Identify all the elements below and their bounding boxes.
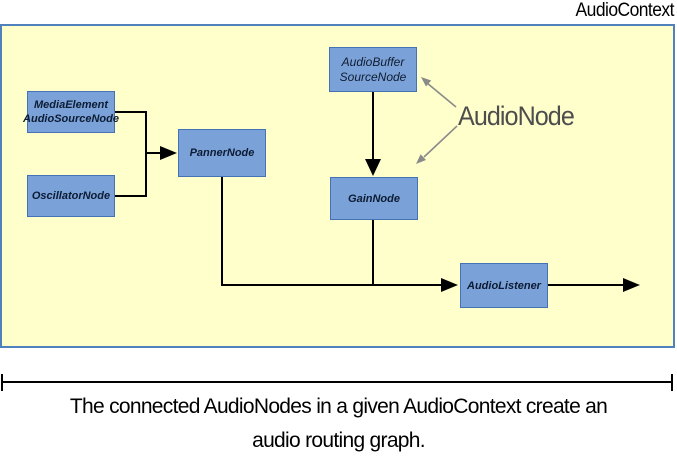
node-audio-buffer-source: AudioBuffer SourceNode [329,47,417,92]
node-label: SourceNode [339,69,407,84]
node-label: GainNode [348,192,400,205]
measure-bracket [1,374,673,391]
node-label: MediaElement [34,99,108,111]
audionode-annotation: AudioNode [458,101,575,131]
audiocontext-title: AudioContext [575,0,675,21]
node-label: AudioSourceNode [23,113,119,125]
node-audio-listener: AudioListener [460,263,548,308]
caption-line-1: The connected AudioNodes in a given Audi… [69,395,608,418]
node-label: AudioBuffer [341,54,405,69]
node-panner: PannerNode [178,129,266,177]
node-gain: GainNode [330,177,418,220]
node-media-element-audio-source: MediaElement AudioSourceNode [23,91,119,133]
node-oscillator: OscillatorNode [27,175,115,217]
caption-line-2: audio routing graph. [252,429,426,452]
diagram-caption: The connected AudioNodes in a given Audi… [0,390,677,458]
node-label: OscillatorNode [31,190,111,202]
node-label: AudioListener [467,279,541,292]
node-label: PannerNode [189,147,255,159]
